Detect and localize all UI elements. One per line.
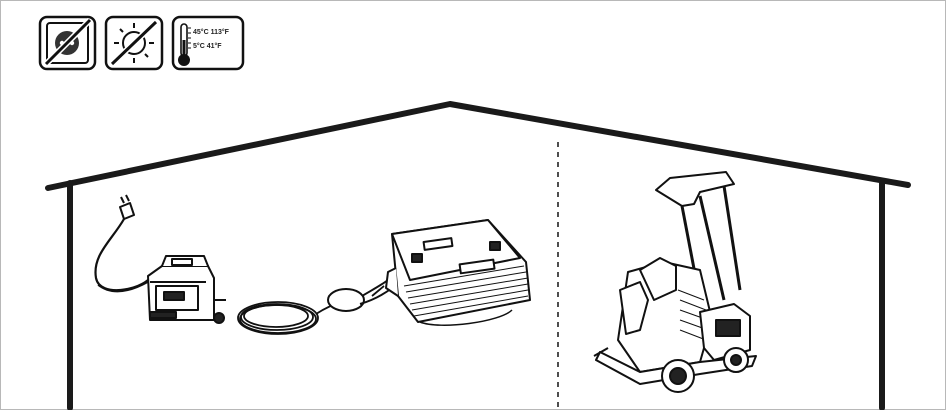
caddy-cart — [593, 171, 757, 393]
temperature-high-label: 45°C 113°F — [193, 28, 230, 36]
house-outline — [45, 101, 911, 410]
no-direct-sunlight-icon — [104, 15, 164, 71]
floating-cable — [327, 279, 393, 312]
pool-cleaner-robot — [371, 219, 531, 326]
temperature-low-label: 5°C 41°F — [193, 42, 222, 50]
storage-temperature-icon: 45°C 113°F 5°C 41°F — [171, 15, 245, 71]
no-power-plug-icon — [38, 15, 97, 71]
power-supply-unit — [94, 194, 226, 324]
